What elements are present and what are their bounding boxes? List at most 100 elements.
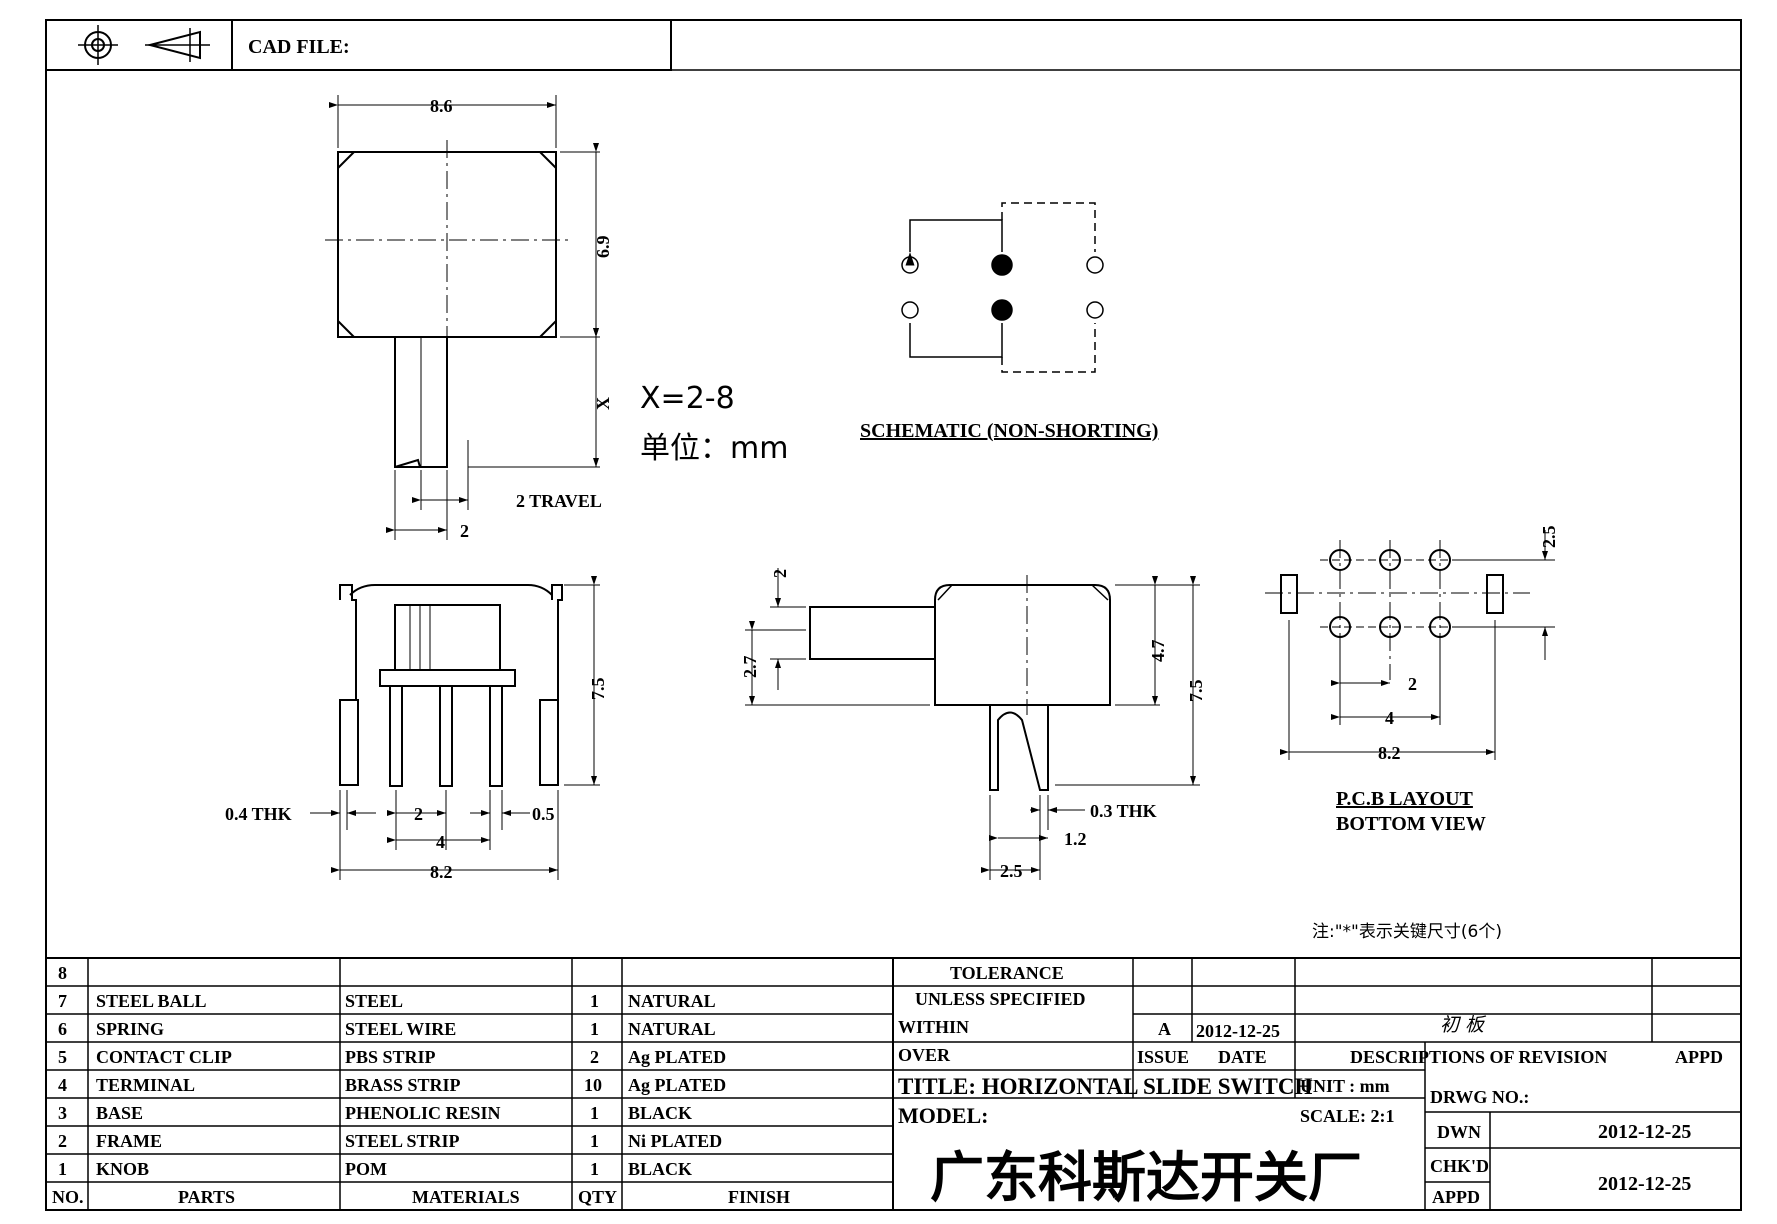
- key-dimension-note: 注:"*"表示关键尺寸(6个): [1312, 922, 1502, 942]
- bom-material: PHENOLIC RESIN: [345, 1103, 501, 1123]
- checked-date: 2012-12-25: [1598, 1173, 1691, 1195]
- rev-date-value: 2012-12-25: [1196, 1021, 1280, 1041]
- bom-row: 3 BASE PHENOLIC RESIN 1 BLACK: [58, 1103, 692, 1123]
- front-pin-span-dim: 4: [436, 832, 445, 852]
- appd-header: APPD: [1675, 1047, 1723, 1067]
- company-name: 广东科斯达开关厂: [930, 1146, 1362, 1209]
- side-knob-pos-dim: 2.7: [740, 656, 760, 679]
- pcb-layout: [1265, 530, 1555, 760]
- bom-part: BASE: [96, 1103, 143, 1123]
- bom-header-parts: PARTS: [178, 1187, 235, 1207]
- bom-rows: 8 7 STEEL BALL STEEL 1 NATURAL 6 SPRING …: [52, 963, 790, 1207]
- projection-circle-icon: [78, 25, 118, 65]
- bom-finish: NATURAL: [628, 991, 716, 1011]
- bom-row: 4 TERMINAL BRASS STRIP 10 Ag PLATED: [58, 1075, 726, 1095]
- drawn-date: 2012-12-25: [1598, 1121, 1691, 1143]
- side-total-height-dim: 7.5: [1186, 680, 1206, 703]
- bom-qty: 1: [590, 1131, 599, 1151]
- bom-no: 7: [58, 991, 67, 1011]
- pcb-overall-dim: 8.2: [1378, 743, 1401, 763]
- bom-table: [46, 957, 1741, 1210]
- bom-material: BRASS STRIP: [345, 1075, 461, 1095]
- bom-no: 1: [58, 1159, 67, 1179]
- bom-part: FRAME: [96, 1131, 162, 1151]
- bom-header-finish: FINISH: [728, 1187, 790, 1207]
- side-body-height-dim: 4.7: [1148, 640, 1168, 663]
- bom-header-qty: QTY: [578, 1187, 617, 1207]
- bom-finish: Ni PLATED: [628, 1131, 722, 1151]
- top-height-dim: 6.9: [593, 236, 613, 259]
- bom-qty: 2: [590, 1047, 599, 1067]
- bom-material: STEEL STRIP: [345, 1131, 460, 1151]
- bom-row: 7 STEEL BALL STEEL 1 NATURAL: [58, 991, 716, 1011]
- bom-row: 1 KNOB POM 1 BLACK: [58, 1159, 692, 1179]
- side-view: [745, 568, 1200, 880]
- pcb-span-dim: 4: [1385, 708, 1394, 728]
- title-block-grid: [893, 958, 1741, 1210]
- pcb-subtitle: BOTTOM VIEW: [1336, 813, 1486, 835]
- bom-part: SPRING: [96, 1019, 164, 1039]
- drawing-title: TITLE: HORIZONTAL SLIDE SWITCH: [898, 1074, 1312, 1099]
- rev-description-value: 初 板: [1440, 1014, 1487, 1036]
- bom-finish: Ag PLATED: [628, 1047, 726, 1067]
- bom-part: TERMINAL: [96, 1075, 195, 1095]
- bom-part: STEEL BALL: [96, 991, 207, 1011]
- bom-no: 4: [58, 1075, 67, 1095]
- front-pitch-dim: 2: [414, 804, 423, 824]
- front-view: [310, 576, 600, 880]
- bom-qty: 10: [584, 1075, 602, 1095]
- travel-dim: 2 TRAVEL: [516, 491, 602, 511]
- bom-part: CONTACT CLIP: [96, 1047, 232, 1067]
- date-header: DATE: [1218, 1047, 1267, 1067]
- bom-material: POM: [345, 1159, 387, 1179]
- drawing-number-label: DRWG NO.:: [1430, 1087, 1529, 1107]
- bom-row: 8: [58, 963, 67, 983]
- side-thickness-dim: 0.3 THK: [1090, 801, 1157, 821]
- top-width-dim: 8.6: [430, 96, 453, 116]
- bom-finish: BLACK: [628, 1103, 692, 1123]
- projection-cone-icon: [145, 28, 210, 62]
- knob-length-dim: X: [593, 397, 613, 410]
- bom-qty: 1: [590, 1103, 599, 1123]
- front-height-dim: 7.5: [588, 678, 608, 701]
- rev-issue-value: A: [1158, 1019, 1171, 1039]
- issue-header: ISSUE: [1137, 1047, 1189, 1067]
- bom-row: 2 FRAME STEEL STRIP 1 Ni PLATED: [58, 1131, 722, 1151]
- bom-row: 6 SPRING STEEL WIRE 1 NATURAL: [58, 1019, 716, 1039]
- bom-header-row: NO. PARTS MATERIALS QTY FINISH: [52, 1187, 790, 1207]
- top-view: [325, 95, 600, 540]
- pcb-pitch-dim: 2: [1408, 674, 1417, 694]
- pcb-row-pitch-dim: 2.5: [1539, 526, 1559, 549]
- over-label: OVER: [898, 1045, 951, 1065]
- bom-no: 5: [58, 1047, 67, 1067]
- knob-width-dim: 2: [460, 521, 469, 541]
- bom-no: 8: [58, 963, 67, 983]
- unless-specified-label: UNLESS SPECIFIED: [915, 989, 1086, 1009]
- x-range-note: X=2-8: [640, 381, 735, 416]
- front-thickness-dim: 0.4 THK: [225, 804, 292, 824]
- cad-file-label: CAD FILE:: [248, 36, 350, 58]
- model-label: MODEL:: [898, 1103, 988, 1128]
- schematic-diagram: [901, 202, 1104, 373]
- bom-finish: NATURAL: [628, 1019, 716, 1039]
- front-overall-dim: 8.2: [430, 862, 453, 882]
- tolerance-label: TOLERANCE: [950, 963, 1064, 983]
- scale-label: SCALE: 2:1: [1300, 1106, 1395, 1126]
- pcb-title: P.C.B LAYOUT: [1336, 788, 1474, 810]
- bom-finish: BLACK: [628, 1159, 692, 1179]
- approved-label: APPD: [1432, 1187, 1480, 1207]
- bom-material: STEEL: [345, 991, 403, 1011]
- bom-no: 6: [58, 1019, 67, 1039]
- bom-material: STEEL WIRE: [345, 1019, 456, 1039]
- front-pin-width-dim: 0.5: [532, 804, 555, 824]
- side-gap-dim: 1.2: [1064, 829, 1087, 849]
- checked-label: CHK'D: [1430, 1156, 1489, 1176]
- side-pitch-dim: 2.5: [1000, 861, 1023, 881]
- side-knob-height-dim: 2: [770, 569, 790, 578]
- bom-part: KNOB: [96, 1159, 149, 1179]
- schematic-title: SCHEMATIC (NON-SHORTING): [860, 420, 1158, 442]
- bom-header-no: NO.: [52, 1187, 84, 1207]
- bom-no: 2: [58, 1131, 67, 1151]
- header-box: CAD FILE:: [45, 19, 1741, 71]
